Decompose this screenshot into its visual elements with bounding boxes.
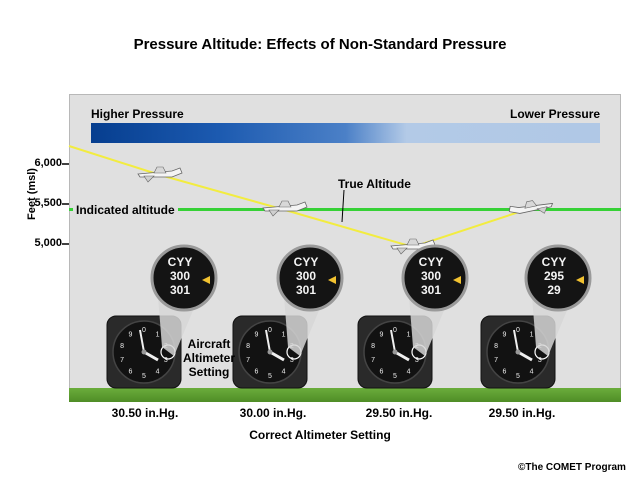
dial-number: 1 [407, 331, 411, 338]
altimeter-hand [265, 329, 271, 353]
altimeter-instrument: 0123456789CYY300301 [357, 244, 469, 389]
zoom-reading-text: 300 [296, 269, 316, 283]
dial-number: 5 [268, 373, 272, 380]
dial-number: 7 [120, 357, 124, 364]
dial-number: 7 [246, 357, 250, 364]
reading-pointer [202, 276, 210, 284]
aircraft-altimeter-setting-label: Aircraft Altimeter Setting [183, 337, 235, 379]
altimeter-hand [394, 350, 410, 362]
x-axis-title: Correct Altimeter Setting [249, 428, 391, 442]
dial-number: 5 [393, 373, 397, 380]
altimeter-hand [513, 329, 519, 353]
dial-number: 3 [290, 357, 294, 364]
dial-number: 4 [530, 369, 534, 376]
true-altitude-line [68, 145, 529, 249]
dial-number: 0 [516, 327, 520, 334]
dial-number: 0 [268, 327, 272, 334]
dial-number: 5 [516, 373, 520, 380]
ground-strip [69, 388, 621, 402]
zoom-reading-text: CYY [542, 255, 567, 269]
pressure-gradient-bar [91, 123, 600, 143]
setting-value-4: 29.50 in.Hg. [488, 406, 556, 420]
indicated-altitude-label: Indicated altitude [73, 203, 178, 217]
setting-value-3: 29.50 in.Hg. [365, 406, 433, 420]
y-tick-5500: 5,500 [34, 197, 62, 209]
airplane-icon [508, 200, 554, 214]
altimeter-instrument: 0123456789CYY300301 [106, 244, 218, 389]
zoom-reading-text: CYY [168, 255, 193, 269]
dial-number: 9 [380, 331, 384, 338]
dial-number: 3 [538, 357, 542, 364]
true-altitude-pointer [341, 189, 345, 223]
altimeter-hand [143, 350, 159, 362]
reading-pointer [328, 276, 336, 284]
dial-number: 9 [503, 331, 507, 338]
zoom-reading-text: 300 [170, 269, 190, 283]
dial-number: 4 [282, 369, 286, 376]
zoom-reading-text: CYY [419, 255, 444, 269]
zoom-reading-text: 301 [421, 283, 441, 297]
dial-number: 5 [142, 373, 146, 380]
higher-pressure-label: Higher Pressure [91, 107, 184, 121]
airplane-icon [137, 166, 183, 183]
setting-label-line: Altimeter [183, 351, 236, 365]
dial-number: 6 [129, 369, 133, 376]
setting-label-line: Aircraft [187, 337, 231, 351]
dial-number: 3 [415, 357, 419, 364]
indicated-altitude-line [69, 208, 621, 211]
dial-number: 6 [380, 369, 384, 376]
altimeter-instrument: 0123456789CYY29529 [480, 244, 592, 389]
copyright-credit: ©The COMET Program [518, 462, 626, 473]
dial-number: 6 [503, 369, 507, 376]
zoom-reading-text: CYY [294, 255, 319, 269]
y-tick-6000: 6,000 [34, 157, 62, 169]
dial-number: 8 [494, 343, 498, 350]
altimeter-hand [517, 350, 533, 362]
altimeter-hand [390, 329, 396, 353]
setting-value-2: 30.00 in.Hg. [239, 406, 307, 420]
true-altitude-label: True Altitude [338, 177, 411, 191]
dial-number: 8 [371, 343, 375, 350]
dial-number: 9 [129, 331, 133, 338]
dial-number: 0 [142, 327, 146, 334]
altimeter-instrument: 0123456789CYY300301 [232, 244, 344, 389]
diagram-title: Pressure Altitude: Effects of Non-Standa… [133, 36, 507, 53]
altimeter-hand [269, 350, 285, 362]
dial-number: 8 [120, 343, 124, 350]
dial-number: 4 [156, 369, 160, 376]
dial-number: 9 [255, 331, 259, 338]
zoom-reading-text: 301 [296, 283, 316, 297]
setting-label-line: Setting [188, 365, 230, 379]
lower-pressure-label: Lower Pressure [510, 107, 601, 121]
reading-pointer [453, 276, 461, 284]
dial-number: 1 [530, 331, 534, 338]
zoom-reading-text: 301 [170, 283, 190, 297]
altimeter-hand [139, 329, 145, 353]
setting-value-1: 30.50 in.Hg. [111, 406, 179, 420]
dial-number: 8 [246, 343, 250, 350]
dial-number: 7 [494, 357, 498, 364]
dial-number: 4 [407, 369, 411, 376]
dial-number: 1 [282, 331, 286, 338]
dial-number: 3 [164, 357, 168, 364]
y-tick-5000: 5,000 [34, 237, 62, 249]
reading-pointer [576, 276, 584, 284]
zoom-reading-text: 29 [547, 283, 561, 297]
dial-number: 0 [393, 327, 397, 334]
dial-number: 6 [255, 369, 259, 376]
zoom-reading-text: 295 [544, 269, 564, 283]
dial-number: 1 [156, 331, 160, 338]
dial-number: 7 [371, 357, 375, 364]
zoom-reading-text: 300 [421, 269, 441, 283]
airplane-icon [262, 200, 308, 217]
